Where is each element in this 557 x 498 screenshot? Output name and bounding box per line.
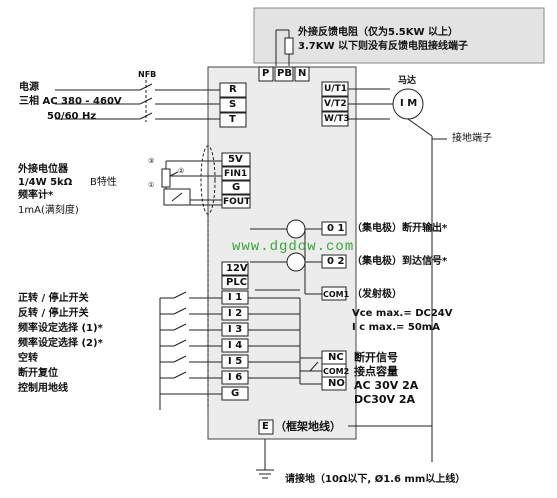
output-vce: Vce max.= DC24V — [352, 308, 453, 319]
meter-range: 1mA(满刻度) — [18, 205, 79, 216]
terminal-p: P — [262, 68, 270, 79]
motor-symbol: I M — [400, 98, 418, 109]
input-desc-6: 断开复位 — [18, 368, 58, 379]
terminal-i4: I 4 — [228, 340, 243, 351]
brake-resistor-note-1: 外接反馈电阻（仅为5.5KW 以上） — [298, 27, 458, 38]
input-desc-3: 频率设定选择 (1)* — [18, 323, 103, 334]
pot-node-1: ① — [148, 181, 155, 189]
terminal-g-input: G — [231, 388, 240, 399]
terminal-plc: PLC — [226, 277, 248, 288]
meter-label: 频率计* — [18, 190, 54, 201]
power-label: 电源 — [19, 82, 39, 93]
motor-label: 马达 — [398, 76, 417, 86]
relay-desc-4: DC30V 2A — [354, 393, 416, 406]
terminal-i5: I 5 — [228, 356, 243, 367]
terminal-com2: COM2 — [323, 367, 350, 376]
pot-characteristic: B特性 — [90, 177, 117, 188]
terminal-u: U/T1 — [324, 84, 347, 94]
terminal-o2: 0 2 — [327, 256, 345, 267]
terminal-com1: COM1 — [323, 290, 350, 299]
terminal-no: NO — [328, 378, 345, 389]
terminal-i6: I 6 — [228, 372, 243, 383]
input-desc-5: 空转 — [18, 353, 38, 364]
terminal-s: S — [229, 99, 237, 110]
terminal-i3: I 3 — [228, 324, 243, 335]
pot-node-2: ② — [178, 167, 185, 175]
terminal-fin1: FIN1 — [224, 169, 248, 179]
pot-label: 外接电位器 — [18, 164, 68, 175]
terminal-nc: NC — [328, 352, 344, 363]
pot-node-3: ③ — [148, 157, 155, 165]
relay-desc-1: 断开信号 — [354, 351, 398, 364]
power-freq-label: 50/60 Hz — [47, 111, 97, 122]
relay-desc-2: 接点容量 — [354, 365, 398, 378]
terminal-r: R — [229, 84, 237, 95]
terminal-12v: 12V — [226, 263, 248, 274]
frame-ground-label: （框架地线） — [275, 420, 341, 433]
terminal-w: W/T3 — [324, 114, 350, 124]
output-o1-desc: （集电极）断开输出* — [352, 223, 448, 234]
nfb-label: NFB — [138, 70, 157, 79]
terminal-g-analog: G — [232, 182, 241, 193]
ground-terminal-label: 接地端子 — [452, 133, 492, 144]
relay-desc-3: AC 30V 2A — [354, 379, 419, 392]
terminal-e: E — [262, 421, 269, 432]
output-ic: I c max.= 50mA — [352, 322, 440, 333]
terminal-t: T — [229, 114, 236, 125]
terminal-o1: 0 1 — [327, 223, 345, 234]
terminal-v: V/T2 — [324, 99, 347, 109]
input-desc-4: 频率设定选择 (2)* — [18, 338, 103, 349]
output-o2-desc: （集电极）到达信号* — [352, 256, 448, 267]
terminal-5v: 5V — [228, 154, 243, 165]
input-desc-1: 正转 / 停止开关 — [18, 293, 89, 304]
terminal-i2: I 2 — [228, 308, 243, 319]
terminal-pb: PB — [277, 68, 292, 79]
watermark: www.dgdow.com — [232, 239, 355, 255]
terminal-i1: I 1 — [228, 292, 243, 303]
earth-note: 请接地（10Ω以下, Ø1.6 mm以上线） — [285, 474, 466, 485]
pot-spec: 1/4W 5kΩ — [18, 177, 73, 188]
input-desc-7: 控制用地线 — [18, 383, 68, 394]
terminal-fout: FOUT — [223, 197, 251, 207]
input-desc-2: 反转 / 停止开关 — [18, 308, 89, 319]
terminal-n: N — [298, 68, 307, 79]
output-com-desc: （发射极） — [352, 289, 402, 300]
brake-resistor-note-2: 3.7KW 以下则没有反馈电阻接线端子 — [298, 41, 468, 52]
power-phase-label: 三相 AC 380 - 460V — [19, 96, 122, 107]
